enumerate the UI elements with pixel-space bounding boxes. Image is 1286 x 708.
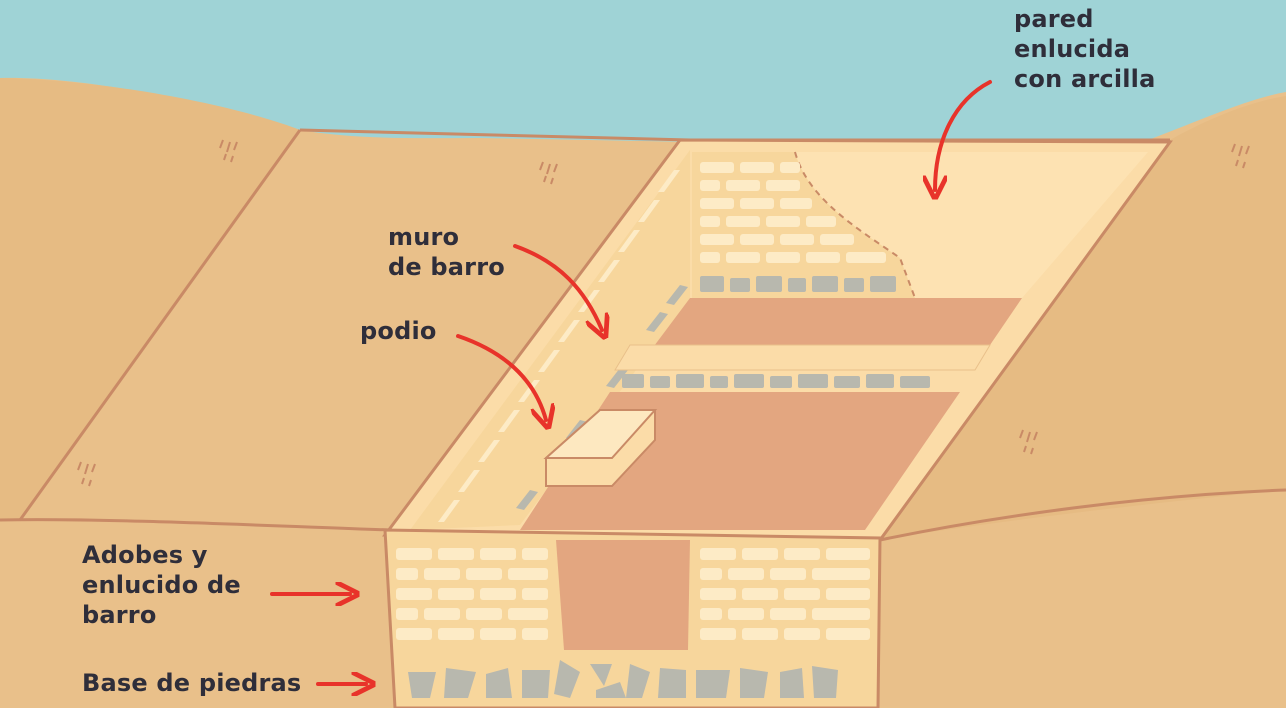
floor-channel	[556, 540, 690, 650]
stone-row	[622, 374, 930, 388]
ledge	[615, 345, 990, 370]
label-muro-de-barro: muro de barro	[388, 222, 505, 282]
label-podio: podio	[360, 316, 437, 346]
floor	[650, 298, 1022, 345]
label-pared-enlucida: pared enlucida con arcilla	[1014, 4, 1156, 94]
label-base-de-piedras: Base de piedras	[82, 668, 301, 698]
label-adobes: Adobes y enlucido de barro	[82, 540, 241, 630]
